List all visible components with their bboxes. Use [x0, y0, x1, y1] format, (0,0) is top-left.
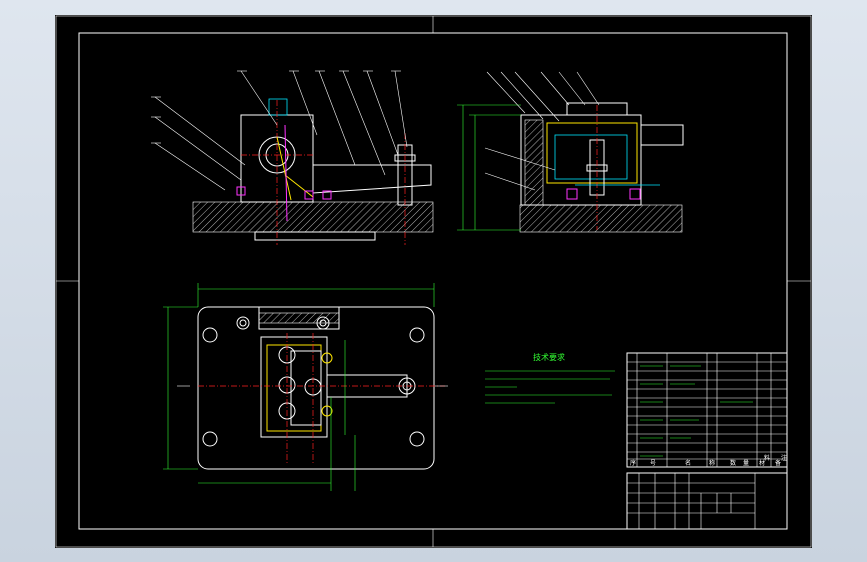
notes-heading: 技术要求 — [533, 352, 565, 362]
top-view — [163, 283, 448, 491]
front-base-plate — [192, 201, 434, 233]
sheet-outer-frame — [55, 15, 812, 548]
top-dimension-lines — [163, 283, 435, 491]
frame-center-marks — [56, 16, 811, 547]
front-leader-lines — [154, 70, 408, 191]
side-dimension-lines — [457, 104, 521, 231]
svg-text:量: 量 — [743, 460, 749, 467]
svg-text:序: 序 — [630, 459, 636, 467]
svg-text:注: 注 — [781, 454, 787, 462]
cad-drawing-viewport[interactable]: 技术要求 — [55, 15, 812, 548]
top-mount-hole — [202, 327, 218, 343]
front-clamp-screw — [268, 98, 288, 116]
sheet-inner-frame — [78, 32, 788, 530]
technical-notes: 技术要求 — [485, 352, 615, 404]
side-leader-lines — [484, 71, 600, 191]
svg-text:名: 名 — [685, 459, 691, 467]
front-clamp-lever — [312, 164, 432, 194]
svg-text:材: 材 — [759, 459, 765, 467]
svg-text:料: 料 — [764, 454, 770, 462]
top-base-plate — [197, 306, 435, 470]
side-top-clamp — [566, 102, 628, 116]
svg-text:数: 数 — [730, 459, 736, 467]
front-view — [151, 70, 434, 245]
svg-text:号: 号 — [650, 460, 656, 467]
side-base-plate — [519, 204, 683, 233]
svg-text:称: 称 — [709, 459, 715, 467]
parts-list-heading-row: 序 号 名 称 数 量 材 料 备 注 — [630, 454, 787, 467]
fixture-assembly-drawing: 技术要求 — [55, 15, 812, 548]
title-block — [626, 472, 788, 530]
side-view — [457, 71, 684, 233]
svg-text:备: 备 — [775, 459, 781, 467]
parts-list-table: 序 号 名 称 数 量 材 料 备 注 — [626, 352, 788, 468]
